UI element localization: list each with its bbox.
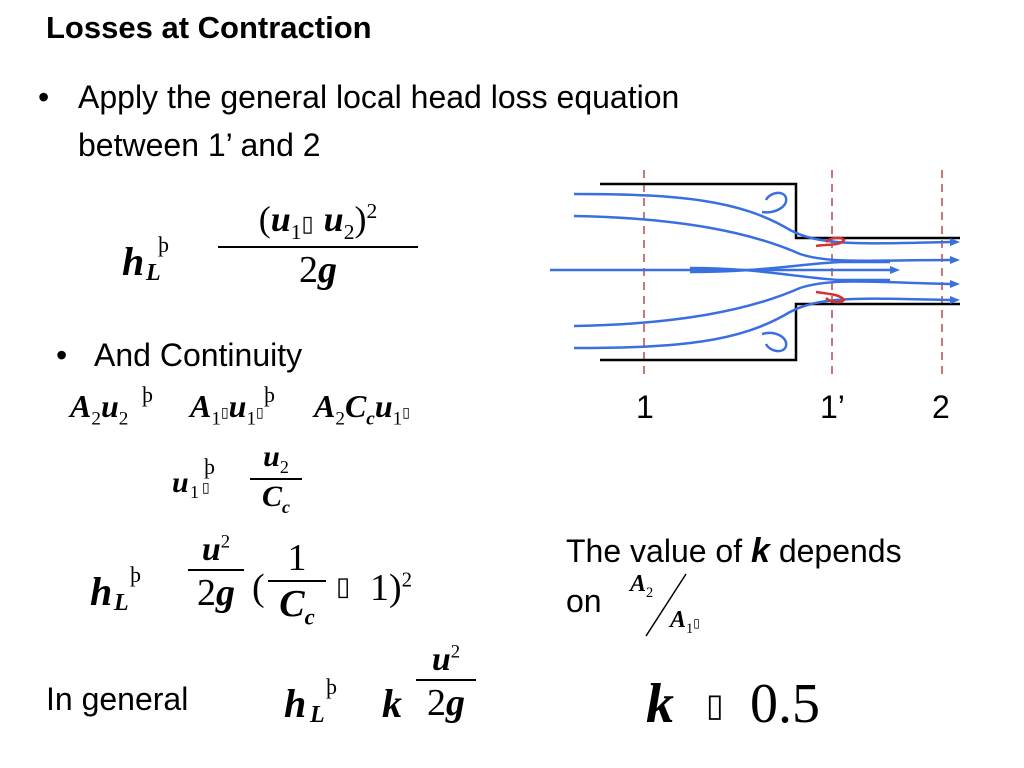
eq1-numerator: (u1▯ u2)2 xyxy=(258,199,378,245)
flow-arrowheads xyxy=(890,238,960,304)
eq-u1prime: u 1 ▯ þ u2 Cc xyxy=(172,440,372,540)
area-ratio: A2 A1▯ xyxy=(626,570,736,640)
eq2-term3: A2Ccu1▯ xyxy=(314,388,410,430)
bullet-apply-line1: Apply the general local head loss equati… xyxy=(78,79,680,115)
section-label-1prime: 1’ xyxy=(820,389,845,425)
area-ratio-slash xyxy=(645,573,687,637)
eq1-denominator: 2g xyxy=(299,249,337,291)
contraction-flow-diagram: 1 1’ 2 xyxy=(550,170,960,425)
pipe-wall-top xyxy=(600,182,960,240)
corner-eddies xyxy=(761,191,788,353)
eq1-fraction-bar xyxy=(218,246,418,248)
bullet-continuity-text: And Continuity xyxy=(94,337,303,373)
slide-title: Losses at Contraction xyxy=(46,10,372,45)
value-of-k-text: The value of k depends xyxy=(566,532,902,570)
eq3-equals-glyph: þ xyxy=(204,454,215,479)
eq4-equals-glyph: þ xyxy=(130,562,141,587)
eq2-term2: A1▯u1▯ xyxy=(190,388,264,430)
eq2-term1: A2u2 xyxy=(70,388,129,430)
eq1-equals-glyph: þ xyxy=(158,232,169,257)
eq3-fraction: u2 Cc xyxy=(250,440,302,518)
eq-head-loss-contraction: h L þ u2 2g ( 1 Cc ▯ 1)2 xyxy=(90,530,413,631)
eq1-h: h xyxy=(122,239,145,284)
eq1-L: L xyxy=(146,260,161,286)
eq2-equals-glyph-2: þ xyxy=(264,382,275,407)
bullet-continuity: • xyxy=(56,337,68,373)
section-label-2: 2 xyxy=(932,389,950,425)
eq2-equals-glyph-1: þ xyxy=(142,382,153,407)
eq4-fraction-u2: u2 2g xyxy=(188,530,244,615)
in-general-label: In general xyxy=(46,681,189,717)
pipe-wall-bottom xyxy=(600,302,960,362)
bullet-apply: • xyxy=(38,78,49,116)
streamlines xyxy=(550,192,951,350)
k-approx-value: k ▯ 0.5 xyxy=(646,673,820,735)
eq5-fraction: u2 2g xyxy=(416,640,476,725)
eq1-fraction: (u1▯ u2)2 2g xyxy=(218,198,418,292)
section-label-1: 1 xyxy=(636,389,654,425)
eq-head-loss-general: h L þ (u1▯ u2)2 2g xyxy=(118,199,428,328)
vena-contracta-eddies xyxy=(815,236,846,304)
eq-head-loss-k: h L þ k u2 2g xyxy=(284,640,484,765)
bullet-apply-line2: between 1’ and 2 xyxy=(78,127,321,163)
bullet-mark: • xyxy=(38,79,50,115)
eq-continuity: A2u2 þ A1▯u1▯ þ A2Ccu1▯ xyxy=(70,382,450,438)
on-text: on xyxy=(566,583,602,619)
eq4-fraction-1-over-cc: 1 Cc xyxy=(268,536,326,631)
